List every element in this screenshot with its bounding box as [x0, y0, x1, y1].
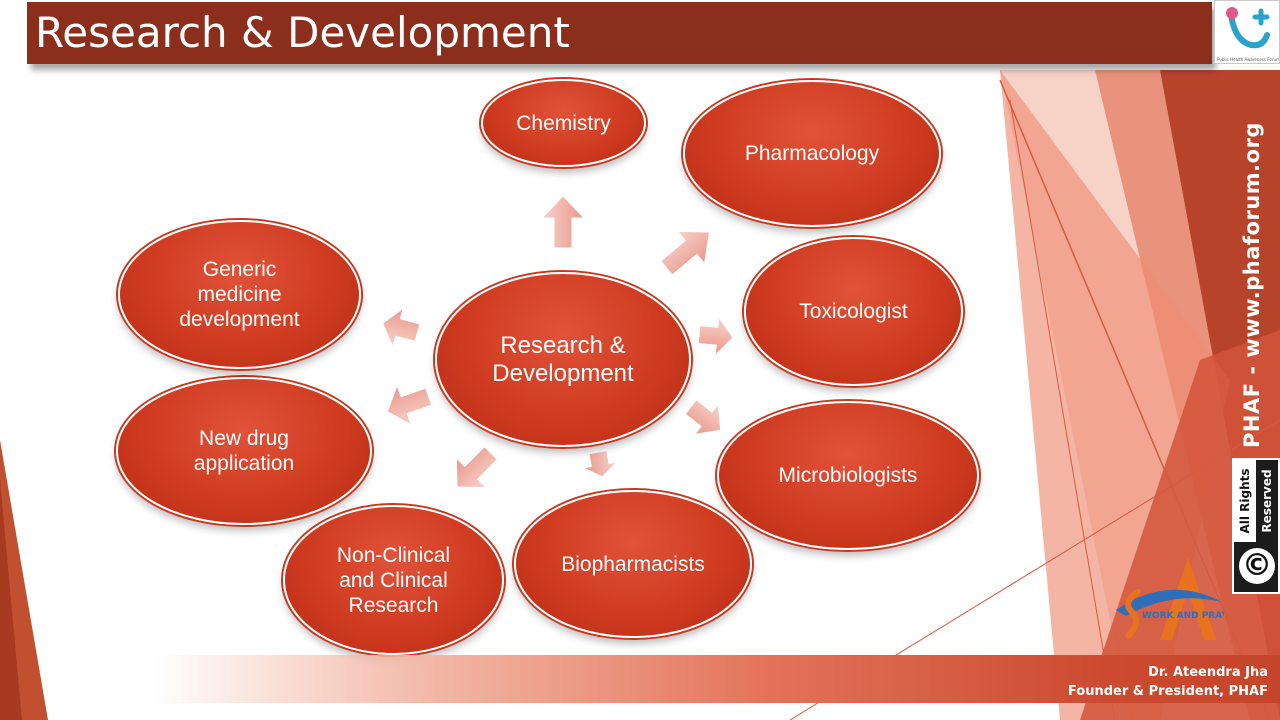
center-label: Research &: [500, 331, 626, 359]
node-label: Generic: [202, 258, 277, 281]
node-label: and Clinical: [339, 568, 448, 592]
arrow-to-pharmacology: [660, 230, 711, 276]
node-label: Chemistry: [516, 111, 611, 135]
copyright-icon: ©: [1239, 548, 1275, 584]
node-label: application: [193, 452, 295, 475]
founder-emblem: WORK AND PRAY: [1116, 558, 1224, 640]
logo-mark-icon: [1226, 7, 1270, 49]
node-chemistry: Chemistry: [481, 79, 646, 167]
node-label: Pharmacology: [744, 142, 880, 165]
arrow-to-biopharmacists: [581, 450, 619, 478]
footer-bar: [150, 655, 1280, 703]
logo-caption: Public Health Awareness Forum: [1217, 57, 1279, 62]
author-block: Dr. Ateendra Jha Founder & President, PH…: [1068, 663, 1268, 701]
node-clinical: Non-Clinical and Clinical Research: [283, 505, 504, 655]
slide-title: Research & Development: [35, 8, 570, 57]
node-label: Non-Clinical: [336, 543, 451, 567]
arrow-to-generic: [381, 306, 421, 349]
emblem-text: WORK AND PRAY: [1142, 611, 1224, 621]
node-pharmacology: Pharmacology: [683, 80, 941, 227]
arrow-to-microbiologists: [684, 399, 722, 435]
arrow-to-clinical: [455, 445, 499, 489]
node-generic: Generic medicine development: [118, 220, 361, 369]
rights-badge: All Rights Reserved ©: [1232, 458, 1280, 594]
node-biopharmacists: Biopharmacists: [514, 490, 752, 638]
node-label: medicine: [197, 283, 282, 306]
node-label: Microbiologists: [778, 464, 918, 487]
arrow-to-nda: [386, 384, 433, 427]
node-nda: New drug application: [116, 377, 372, 525]
node-label: development: [179, 308, 300, 331]
arrow-to-chemistry: [540, 195, 586, 249]
title-bar: Research & Development: [27, 2, 1212, 64]
author-role: Founder & President, PHAF: [1067, 684, 1268, 699]
node-center: Research & Development: [435, 272, 691, 447]
node-label: Toxicologist: [799, 300, 908, 323]
rights-col-1: All Rights: [1234, 460, 1256, 542]
node-toxicologist: Toxicologist: [744, 237, 963, 386]
node-label: Research: [348, 593, 439, 617]
node-microbiologists: Microbiologists: [717, 401, 979, 550]
arrow-to-toxicologist: [697, 315, 734, 357]
author-name: Dr. Ateendra Jha: [1148, 665, 1268, 680]
node-label: Biopharmacists: [561, 552, 705, 576]
node-label: New drug: [199, 427, 289, 450]
center-label: Development: [492, 359, 634, 387]
